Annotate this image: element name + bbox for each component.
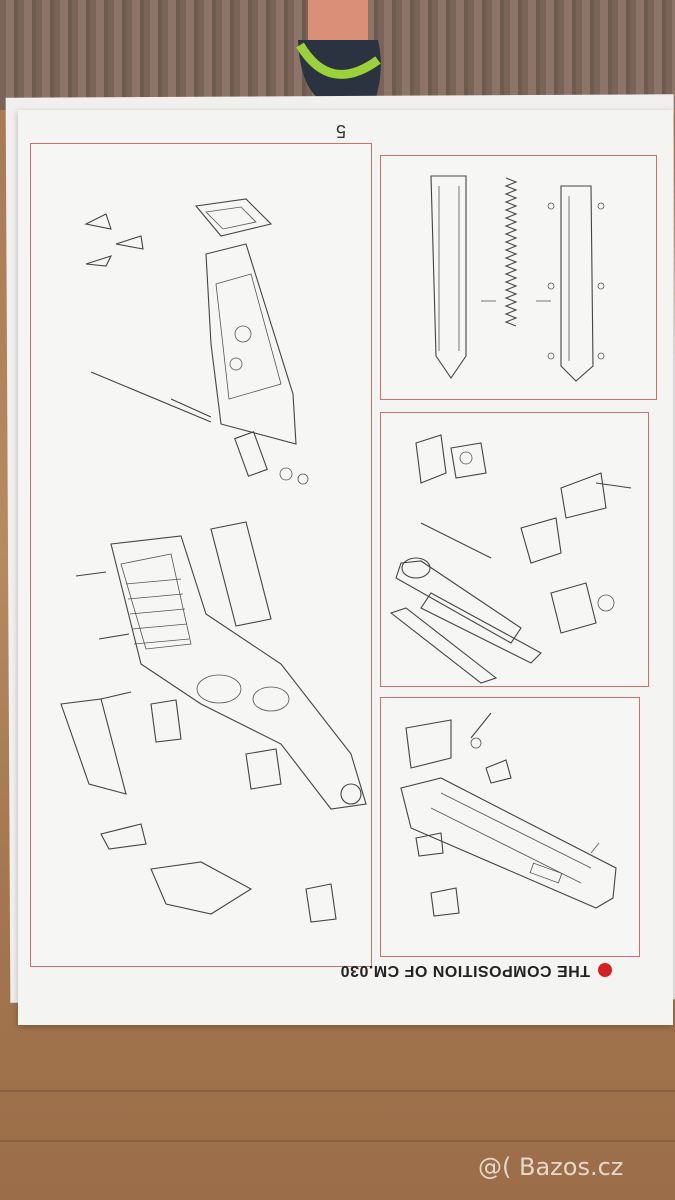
caption-text: THE COMPOSITION OF CM.030 xyxy=(340,962,590,979)
caption-bullet-icon xyxy=(598,963,612,977)
child-foot xyxy=(296,0,381,100)
figure-caption: THE COMPOSITION OF CM.030 xyxy=(292,958,612,982)
diagram-panel-magazine xyxy=(380,155,657,400)
diagram-panel-hammer-group xyxy=(380,412,649,687)
exploded-view-slide xyxy=(400,712,617,917)
exploded-view-grip-frame xyxy=(60,198,367,923)
diagram-panel-slide xyxy=(380,697,640,957)
exploded-view-magazine xyxy=(430,175,605,382)
page-number: 5 xyxy=(336,121,347,141)
exploded-view-hammer-group xyxy=(389,434,632,684)
diagram-panel-main xyxy=(30,143,372,967)
watermark: @( Bazos.cz xyxy=(478,1153,624,1181)
